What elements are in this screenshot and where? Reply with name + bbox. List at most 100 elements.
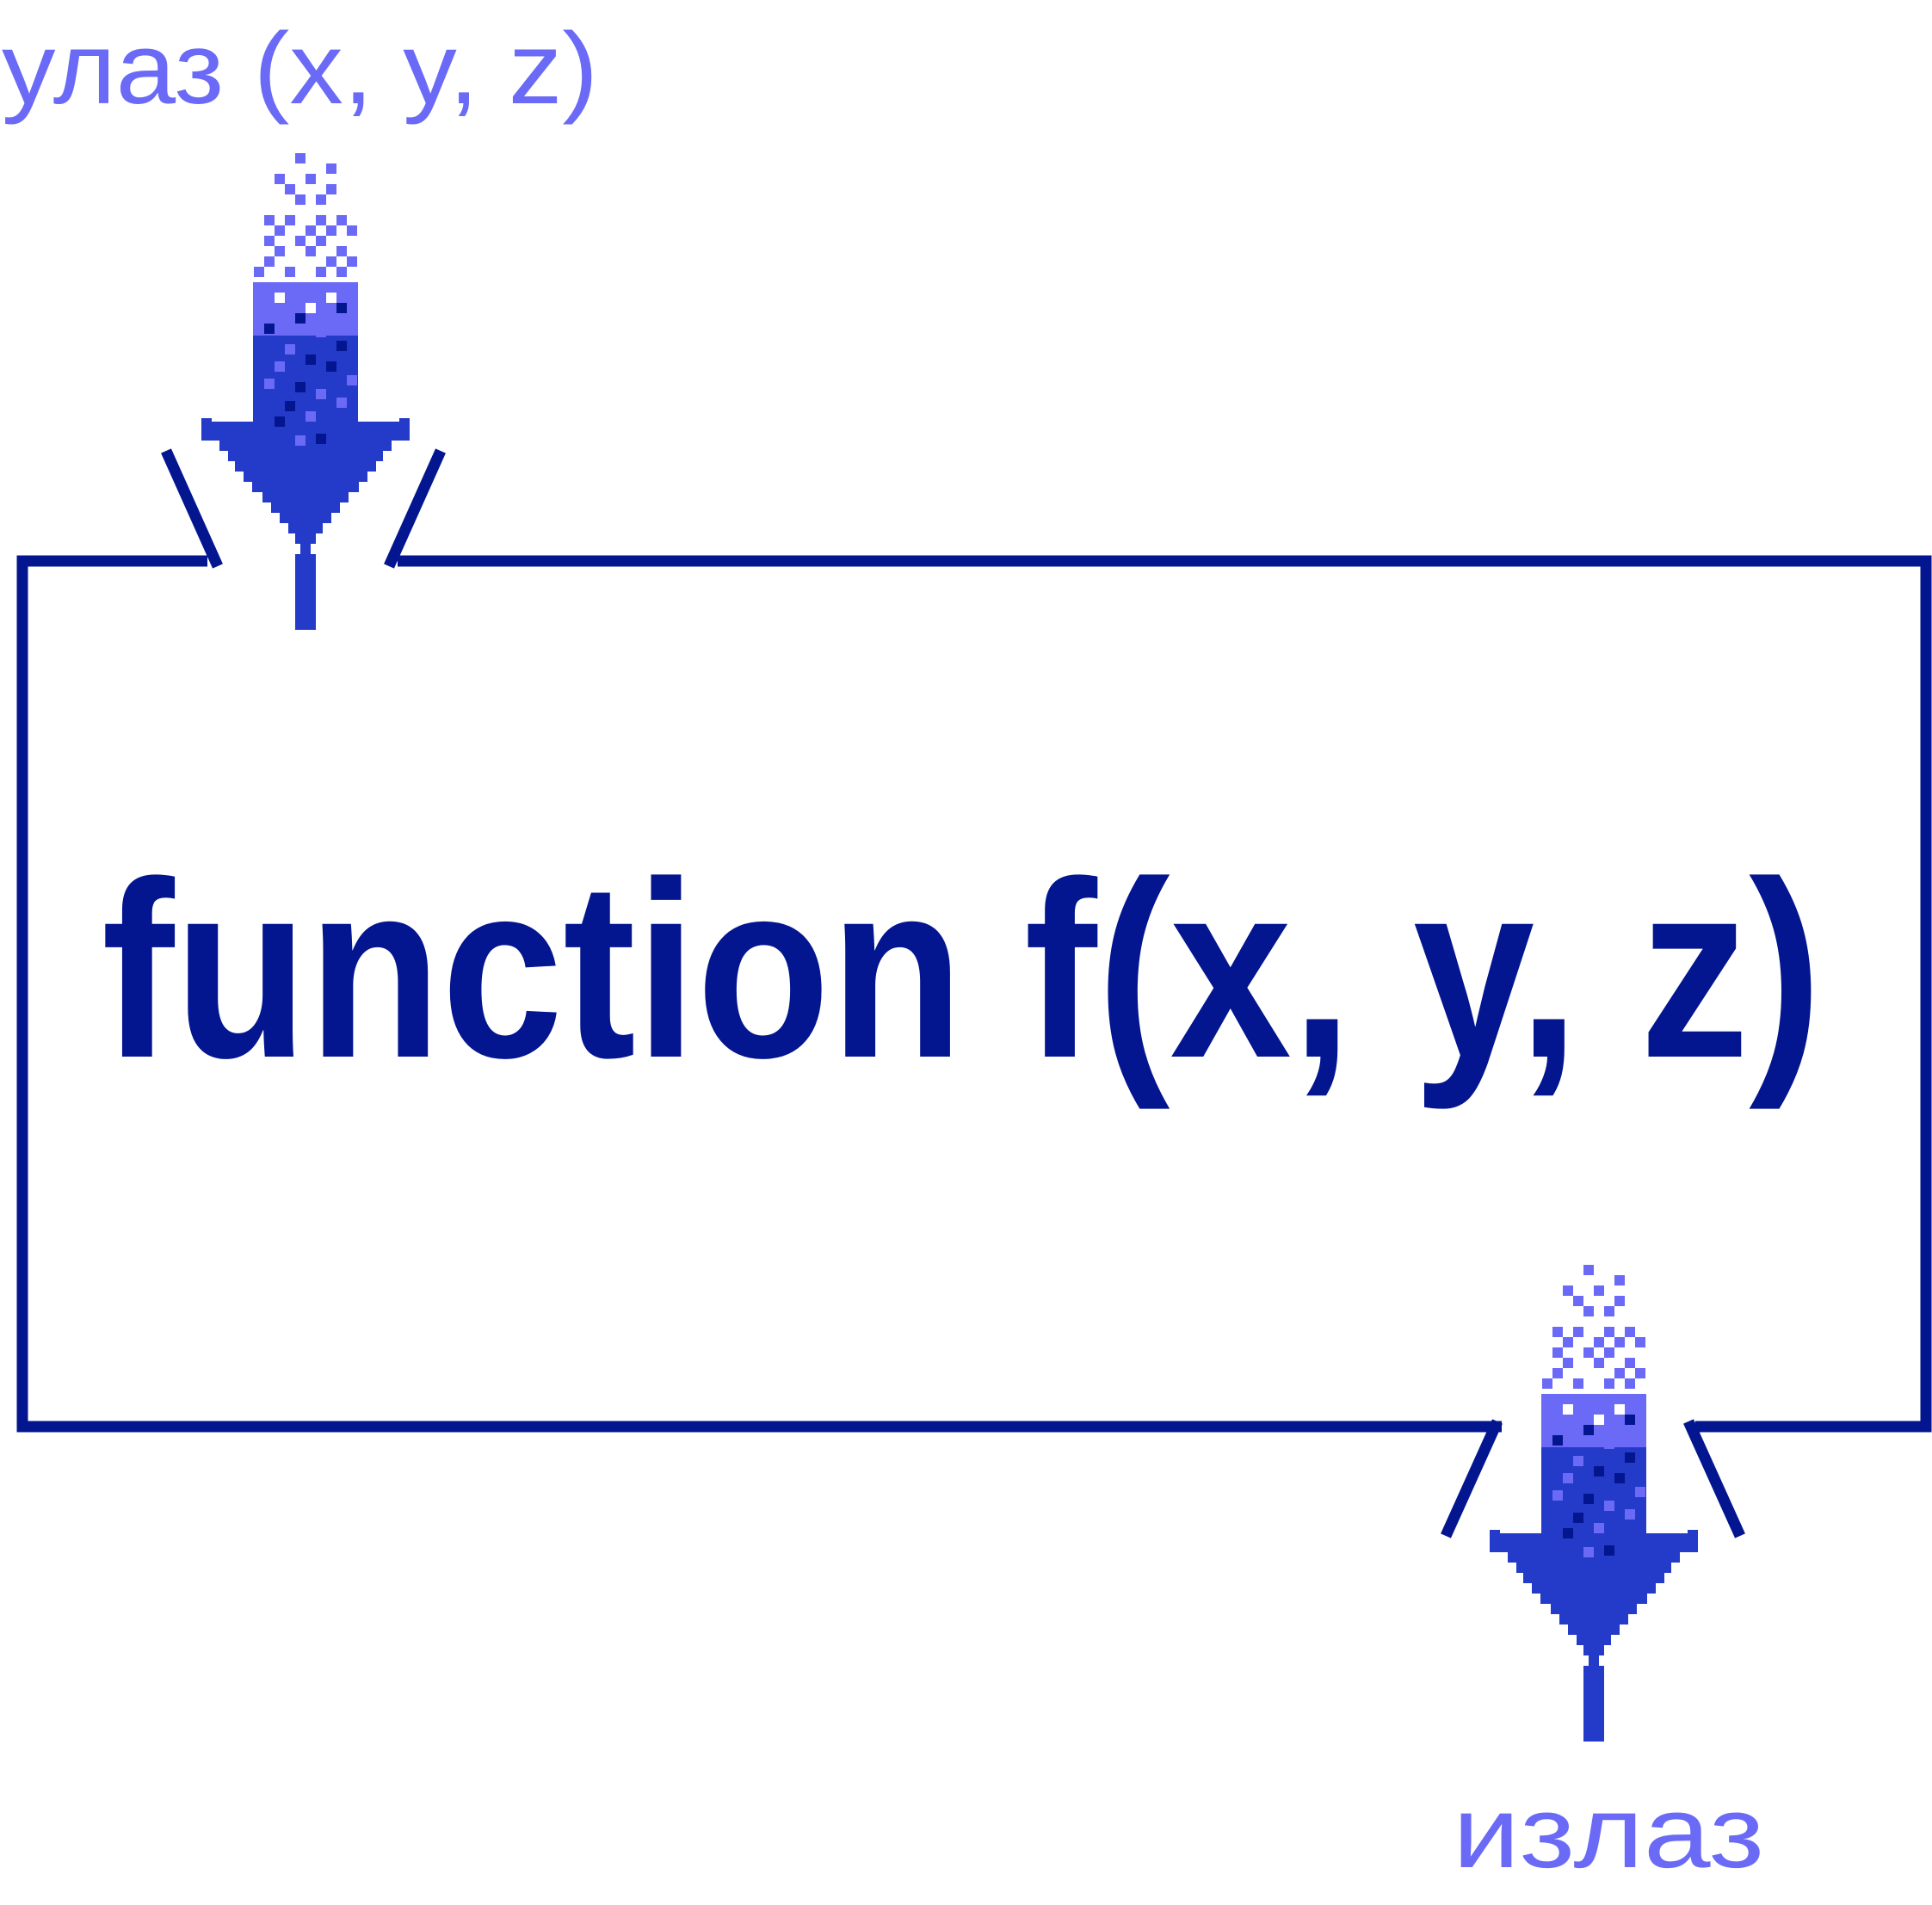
arrow-trail-pixel (285, 267, 295, 277)
arrow-trail-pixel (336, 341, 347, 351)
arrow-trail-pixel (1552, 1347, 1563, 1358)
arrow-trail-pixel (316, 215, 326, 225)
arrow-trail-pixel (1563, 1528, 1573, 1538)
arrow-trail-pixel (1594, 1466, 1604, 1477)
arrow-trail-pixel (316, 236, 326, 246)
arrow-trail-pixel (316, 194, 326, 205)
input-label: улаз (x, y, z) (2, 12, 598, 126)
function-box (16, 555, 1932, 1433)
arrow-trail-pixel (275, 225, 285, 236)
arrow-trail-pixel (1563, 1473, 1573, 1483)
arrow-trail-pixel (326, 256, 336, 267)
arrow-trail-pixel (306, 303, 316, 313)
arrow-trail-pixel (275, 293, 285, 303)
arrow-trail-pixel (264, 324, 275, 334)
arrow-trail-pixel (1614, 1337, 1625, 1347)
arrow-trail-pixel (316, 434, 326, 444)
arrow-head-step (280, 513, 331, 523)
arrow-trail-pixel (1635, 1368, 1645, 1378)
arrow-trail-pixel (1563, 1337, 1573, 1347)
arrow-trail-pixel (295, 194, 306, 205)
arrow-trail-pixel (1625, 1509, 1635, 1520)
arrow-trail-pixel (1635, 1337, 1645, 1347)
arrow-trail-pixel (336, 303, 347, 313)
arrow-trail-pixel (275, 416, 285, 427)
arrow-head-step (228, 451, 383, 461)
arrow-trail-pixel (1594, 1337, 1604, 1347)
arrow-trail-pixel (1594, 1523, 1604, 1533)
arrow-trail-pixel (1552, 1490, 1563, 1501)
arrow-head-step (1540, 1594, 1647, 1604)
arrow-head-step (1523, 1573, 1664, 1583)
arrow-head-step (262, 492, 349, 502)
arrow-trail-pixel (1552, 1327, 1563, 1337)
arrow-trail-pixel (326, 184, 336, 194)
arrow-head-step (1532, 1583, 1656, 1594)
arrow-trail-pixel (347, 375, 357, 385)
arrow-trail-pixel (1542, 1378, 1552, 1389)
arrow-trail-pixel (285, 344, 295, 354)
arrow-trail-pixel (1573, 1327, 1583, 1337)
arrow-trail-pixel (1594, 1285, 1604, 1296)
arrow-trail-pixel (264, 215, 275, 225)
arrow-trail-pixel (1583, 1547, 1594, 1557)
arrow-tip (295, 554, 316, 630)
arrow-head-step (1551, 1604, 1637, 1614)
arrow-trail-pixel (306, 354, 316, 365)
arrow-head-step (1577, 1635, 1611, 1645)
arrow-shoulder (399, 418, 410, 441)
arrow-trail-pixel (1594, 1358, 1604, 1368)
arrow-trail-pixel (275, 174, 285, 184)
arrow-trail-pixel (336, 246, 347, 256)
arrow-trail-pixel (347, 256, 357, 267)
arrow-head-step (1491, 1533, 1697, 1544)
arrow-trail-pixel (1614, 1404, 1625, 1415)
arrow-trail-pixel (1594, 1415, 1604, 1425)
arrow-trail-pixel (295, 313, 306, 324)
arrow-trail-pixel (295, 153, 306, 163)
arrow-head-step (1583, 1645, 1604, 1655)
arrow-trail-pixel (306, 411, 316, 422)
arrow-shoulder (1490, 1530, 1500, 1552)
arrow-trail-pixel (285, 401, 295, 411)
arrow-head-step (235, 461, 376, 472)
arrow-trail-pixel (1604, 1306, 1614, 1316)
arrow-trail-pixel (1625, 1327, 1635, 1337)
arrow-trail-pixel (1573, 1296, 1583, 1306)
arrow-trail-pixel (316, 389, 326, 399)
arrow-trail-pixel (1563, 1358, 1573, 1368)
arrow-trail-pixel (264, 256, 275, 267)
arrow-trail-pixel (1625, 1358, 1635, 1368)
arrow-trail-pixel (1614, 1368, 1625, 1378)
arrow-head-step (288, 523, 323, 533)
arrow-trail-pixel (316, 267, 326, 277)
arrow-trail-pixel (1583, 1347, 1594, 1358)
output-label: излаз (1453, 1776, 1764, 1890)
arrow-trail-pixel (285, 184, 295, 194)
pixel-down-arrow-icon (1490, 1265, 1698, 1742)
arrow-trail-pixel (1604, 1378, 1614, 1389)
arrow-trail-pixel (264, 236, 275, 246)
arrow-trail-pixel (326, 361, 336, 372)
arrow-trail-pixel (1635, 1487, 1645, 1497)
arrow-trail-pixel (326, 225, 336, 236)
arrow-head-step (1568, 1624, 1620, 1635)
arrow-trail-pixel (336, 215, 347, 225)
arrow-trail-pixel (1604, 1545, 1614, 1556)
arrow-shoulder (1688, 1530, 1698, 1552)
arrow-trail-pixel (1604, 1327, 1614, 1337)
arrow-trail-pixel (1604, 1501, 1614, 1511)
output-opening-chevrons (1441, 1419, 1745, 1538)
arrow-trail-pixel (1583, 1306, 1594, 1316)
arrow-trail-pixel (316, 327, 326, 337)
function-signature: function f(x, y, z) (102, 829, 1822, 1112)
arrow-trail-pixel (306, 225, 316, 236)
arrow-head-step (295, 533, 316, 544)
arrow-tip (1583, 1666, 1604, 1742)
arrow-trail-pixel (295, 236, 306, 246)
arrow-trail-pixel (1625, 1452, 1635, 1463)
arrow-head-step (1559, 1614, 1628, 1624)
arrow-trail-pixel (285, 215, 295, 225)
arrow-trail-pixel (264, 379, 275, 389)
